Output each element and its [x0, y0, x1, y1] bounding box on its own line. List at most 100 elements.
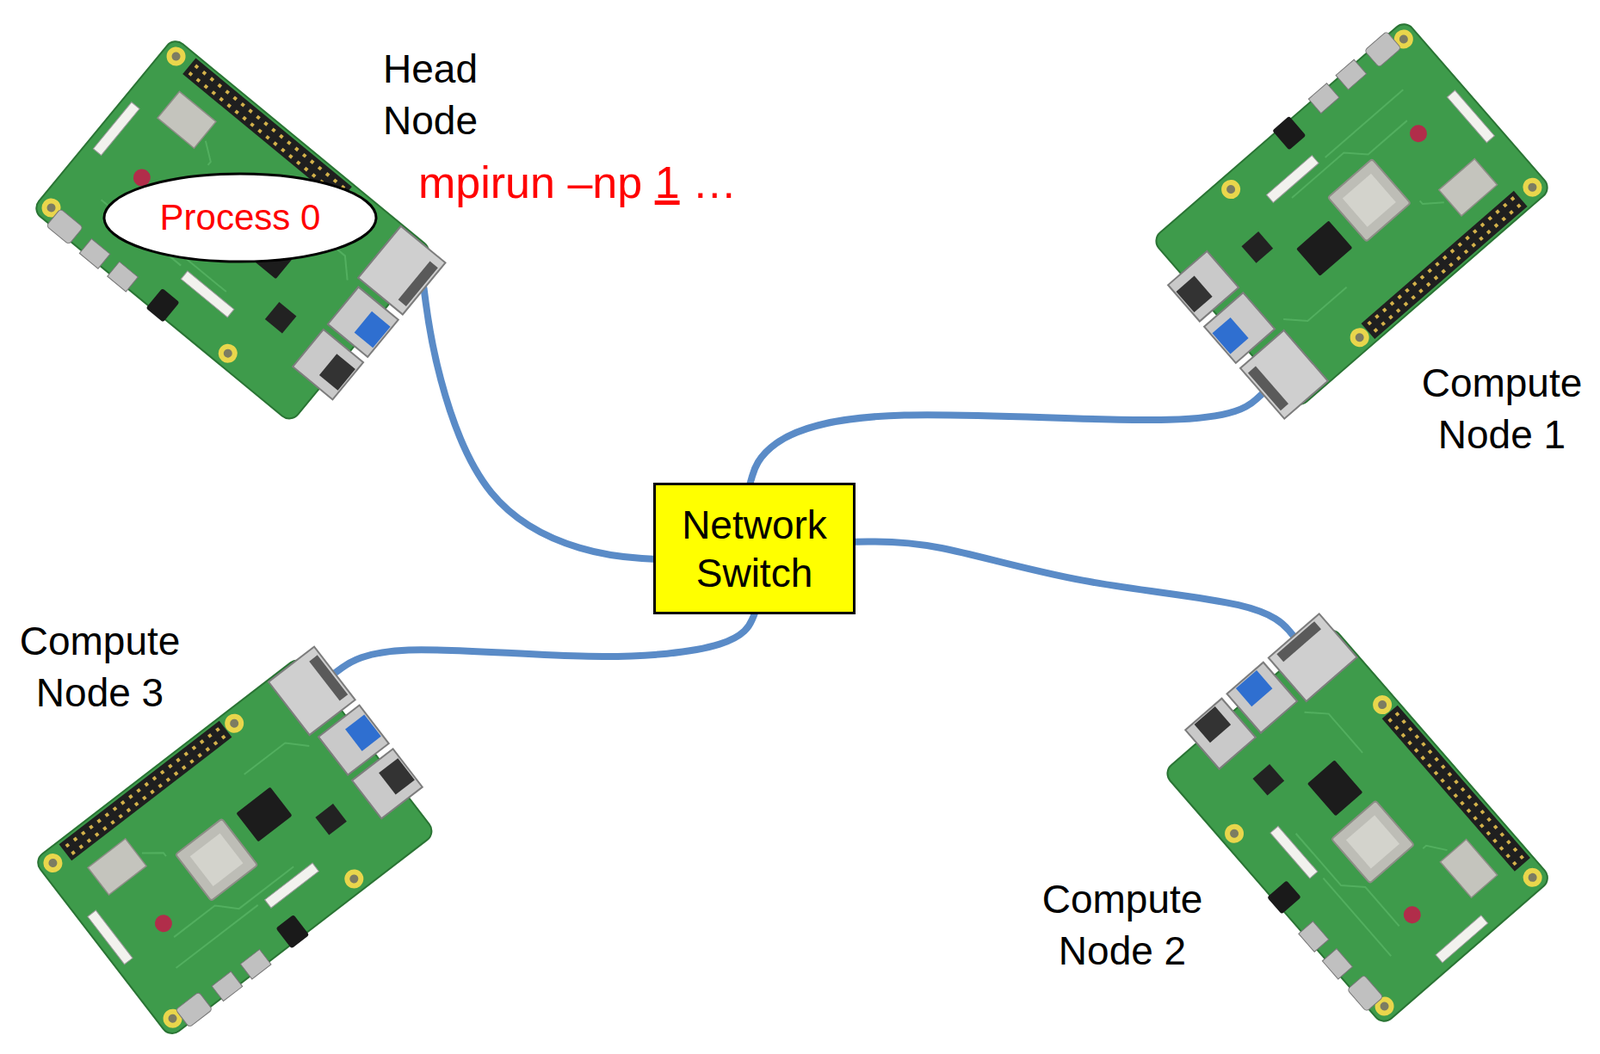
gpio-pin	[1446, 772, 1452, 779]
gpio-pin	[247, 108, 254, 114]
node-heading: Compute Node 3	[9, 615, 191, 719]
gpio-pin	[271, 127, 277, 133]
gpio-pin	[232, 95, 238, 101]
gpio-pin	[1499, 833, 1505, 839]
computer-board: Process 0Head Node	[28, 33, 451, 438]
gpio-pin	[144, 782, 150, 788]
gpio-pin	[302, 153, 308, 159]
command-text: …	[691, 157, 737, 208]
usb-port	[1185, 698, 1256, 770]
gpio-pin	[1453, 779, 1459, 785]
mounting-hole-center	[1353, 331, 1366, 344]
usb-controller	[265, 302, 297, 334]
process-ellipse: Process 0	[102, 172, 378, 264]
gpio-pin	[197, 753, 204, 759]
camera-connector	[180, 271, 235, 318]
ethernet-opening	[1247, 365, 1289, 411]
gpio-pin	[79, 844, 85, 850]
process-ellipse-shape	[104, 173, 377, 262]
usb3-insert	[345, 714, 382, 751]
gpio-pin	[210, 90, 217, 96]
display-connector	[1435, 915, 1489, 964]
gpio-pin	[309, 159, 316, 165]
hdmi-port	[240, 949, 272, 980]
wifi-module	[1439, 159, 1498, 217]
ethernet-opening	[308, 654, 348, 701]
mounting-hole	[1217, 176, 1245, 204]
network-cable	[334, 614, 754, 674]
usb-port	[292, 329, 364, 400]
gpio-pin	[286, 140, 292, 146]
gpio-pin	[207, 733, 213, 739]
gpio-pin	[1459, 801, 1465, 807]
board-group	[1149, 612, 1552, 1029]
usb3-insert	[1235, 671, 1273, 708]
gpio-pin	[1389, 301, 1396, 307]
audio-jack	[1272, 116, 1307, 151]
gpio-pin	[1449, 262, 1455, 268]
gpio-pin	[1394, 726, 1400, 732]
ethernet-opening	[1276, 622, 1322, 663]
gpio-pin	[167, 763, 173, 769]
gpio-pin	[226, 103, 232, 109]
pcb-traces	[1221, 89, 1477, 333]
gpio-pin	[1492, 839, 1498, 845]
usb-c-port	[175, 992, 213, 1028]
gpio-pin	[311, 172, 317, 179]
gpio-pin	[1479, 823, 1485, 829]
wifi-module	[1439, 840, 1497, 899]
pcb-traces	[107, 732, 367, 969]
gpio-pin	[189, 759, 195, 765]
gpio-pin	[1382, 307, 1388, 313]
node-heading: Head Node	[339, 43, 521, 147]
gpio-pin	[70, 850, 76, 856]
gpio-pin	[209, 76, 215, 82]
gpio-pin	[1516, 203, 1522, 209]
gpio-pin	[1412, 281, 1418, 287]
network-switch-box: Network Switch	[653, 482, 856, 615]
gpio-pin	[1441, 268, 1447, 274]
soc-chip	[1328, 159, 1411, 242]
mounting-hole-center	[47, 857, 60, 870]
hdmi-port	[1298, 921, 1329, 953]
gpio-pin	[201, 70, 207, 76]
gpio-pin	[1519, 855, 1525, 861]
mounting-hole-center	[228, 717, 241, 730]
usb-port	[1168, 251, 1240, 322]
wifi-module	[157, 91, 217, 149]
process-label: Process 0	[160, 196, 322, 240]
gpio-pin	[213, 741, 219, 747]
gpio-pin	[1479, 809, 1485, 816]
ram-chip	[1307, 760, 1364, 817]
gpio-pin	[1420, 274, 1426, 280]
gpio-pin	[1464, 249, 1470, 255]
gpio-pin	[1433, 275, 1440, 281]
mounting-hole-center	[1228, 827, 1241, 841]
pcb-board	[1162, 626, 1552, 1027]
gpio-pin	[1510, 196, 1516, 202]
gpio-pin	[1473, 803, 1479, 809]
gpio-pin	[1486, 817, 1492, 823]
gpio-pin	[126, 808, 132, 814]
gpio-pin	[134, 802, 140, 808]
display-connector	[1447, 90, 1495, 143]
gpio-pin	[1381, 321, 1387, 327]
soc-chip	[1331, 801, 1415, 884]
gpio-pin	[1450, 248, 1456, 254]
mounting-hole	[1519, 864, 1546, 892]
gpio-pin	[218, 96, 224, 102]
usb3-insert	[353, 311, 390, 349]
audio-jack	[145, 288, 180, 323]
gpio-pin	[234, 109, 240, 115]
gpio-pin	[1389, 315, 1395, 321]
board-logo	[151, 911, 176, 936]
gpio-pin	[296, 160, 302, 166]
display-connector	[92, 101, 140, 155]
mounting-hole-center	[169, 49, 182, 62]
gpio-pin	[112, 806, 118, 812]
gpio-pin	[187, 71, 193, 77]
mounting-hole-center	[1376, 698, 1389, 711]
gpio-pin	[1407, 741, 1413, 747]
gpio-pin	[1471, 242, 1477, 248]
gpio-pin	[325, 172, 331, 178]
